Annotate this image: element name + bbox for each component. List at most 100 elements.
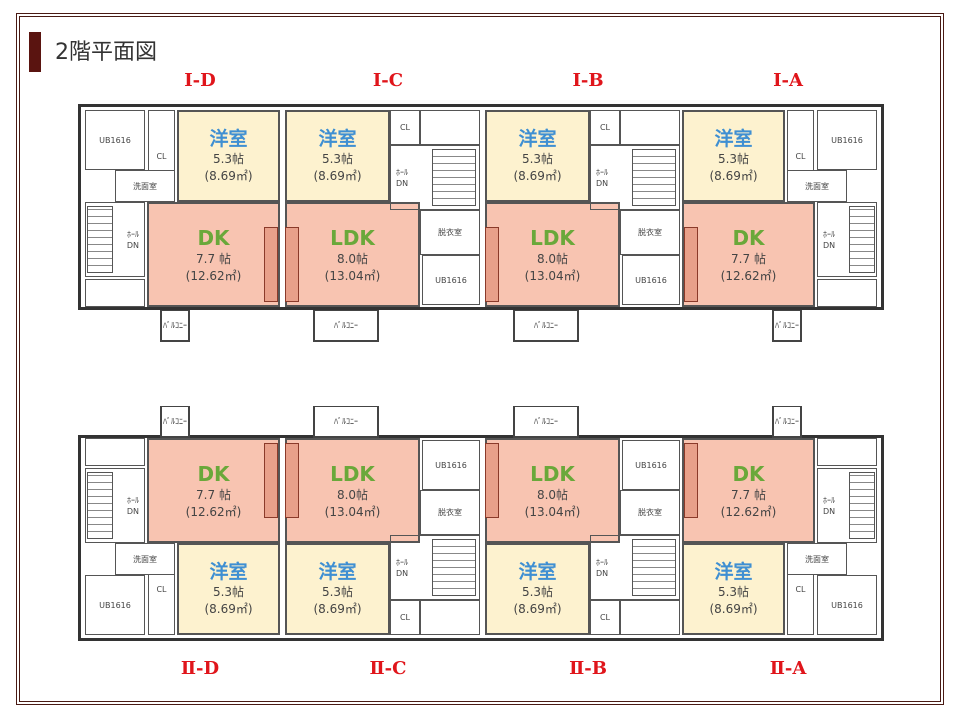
stairs-label: DN <box>595 567 610 579</box>
stairs <box>632 539 676 596</box>
living-name: LDK <box>330 461 375 486</box>
living-size: 7.7 帖 <box>196 251 231 266</box>
kitchen-counter <box>684 443 698 518</box>
unit-label: Ⅰ-A <box>773 70 803 91</box>
bedroom-size: 5.3帖 <box>212 152 245 166</box>
living-size: 8.0帖 <box>536 251 569 266</box>
stairs <box>432 149 476 206</box>
bedroom-size: 5.3帖 <box>321 585 354 599</box>
unit-label: Ⅰ-D <box>184 70 216 91</box>
washroom: 洗面室 <box>115 170 175 202</box>
hall-label: ﾎｰﾙ <box>822 494 836 506</box>
toilet <box>420 600 480 635</box>
bedroom-size: 5.3帖 <box>521 585 554 599</box>
hall-label: ﾎｰﾙ <box>595 166 609 178</box>
stairs <box>632 149 676 206</box>
balcony: ﾊﾞﾙｺﾆｰ <box>160 406 190 438</box>
bedroom-name: 洋室 <box>209 128 248 150</box>
living-area: (13.04㎡) <box>324 504 381 519</box>
bedroom-name: 洋室 <box>518 128 557 150</box>
stairs <box>87 206 113 273</box>
unit-label: Ⅱ-B <box>569 658 607 679</box>
page-frame-inner <box>19 16 941 702</box>
bathroom: UB1616 <box>817 110 877 170</box>
bedroom-name: 洋室 <box>714 128 753 150</box>
living-name: DK <box>197 225 230 250</box>
unit-label: Ⅱ-C <box>369 658 407 679</box>
unit-label: Ⅱ-A <box>769 658 807 679</box>
stairs <box>432 539 476 596</box>
bedroom-size: 5.3帖 <box>717 152 750 166</box>
living-area: (12.62㎡) <box>720 504 777 519</box>
page-frame <box>16 13 944 705</box>
bedroom-area: (8.69㎡) <box>313 169 362 183</box>
kitchen-counter <box>684 227 698 302</box>
stairs-label: DN <box>125 505 140 517</box>
bedroom-area: (8.69㎡) <box>513 169 562 183</box>
living-name: DK <box>197 461 230 486</box>
living-name: DK <box>732 225 765 250</box>
living-name: LDK <box>330 225 375 250</box>
bedroom-size: 5.3帖 <box>212 585 245 599</box>
stairs-label: DN <box>395 177 410 189</box>
hall-label: ﾎｰﾙ <box>126 494 140 506</box>
toilet <box>817 438 877 466</box>
living-size: 7.7 帖 <box>196 487 231 502</box>
balcony: ﾊﾞﾙｺﾆｰ <box>772 310 802 342</box>
hall-label: ﾎｰﾙ <box>395 166 409 178</box>
living-area: (13.04㎡) <box>324 268 381 283</box>
stairs-label: DN <box>822 239 837 251</box>
kitchen-counter <box>285 443 299 518</box>
stairs-label: DN <box>395 567 410 579</box>
page-title: 2階平面図 <box>55 40 157 65</box>
kitchen-counter <box>485 227 499 302</box>
closet: CL <box>390 110 420 145</box>
kitchen-counter <box>285 227 299 302</box>
bathroom: UB1616 <box>622 440 680 490</box>
living-size: 8.0帖 <box>336 487 369 502</box>
toilet <box>85 279 145 307</box>
living-area: (13.04㎡) <box>524 268 581 283</box>
closet: CL <box>390 600 420 635</box>
balcony: ﾊﾞﾙｺﾆｰ <box>513 406 579 438</box>
bathroom: UB1616 <box>422 440 480 490</box>
washroom: 洗面室 <box>787 543 847 575</box>
balcony: ﾊﾞﾙｺﾆｰ <box>772 406 802 438</box>
balcony: ﾊﾞﾙｺﾆｰ <box>160 310 190 342</box>
bathroom: UB1616 <box>422 255 480 305</box>
stairs <box>87 472 113 539</box>
stairs <box>849 206 875 273</box>
closet: CL <box>590 110 620 145</box>
unit-label: Ⅰ-C <box>372 70 404 91</box>
unit-label: Ⅰ-B <box>572 70 604 91</box>
kitchen-counter <box>264 443 278 518</box>
balcony: ﾊﾞﾙｺﾆｰ <box>313 406 379 438</box>
washroom: 脱衣室 <box>420 490 480 535</box>
washroom: 脱衣室 <box>420 210 480 255</box>
living-area: (12.62㎡) <box>185 268 242 283</box>
hall-label: ﾎｰﾙ <box>395 556 409 568</box>
bedroom-size: 5.3帖 <box>321 152 354 166</box>
bedroom-name: 洋室 <box>209 561 248 583</box>
stairs <box>849 472 875 539</box>
toilet <box>817 279 877 307</box>
bedroom-name: 洋室 <box>518 561 557 583</box>
living-area: (13.04㎡) <box>524 504 581 519</box>
